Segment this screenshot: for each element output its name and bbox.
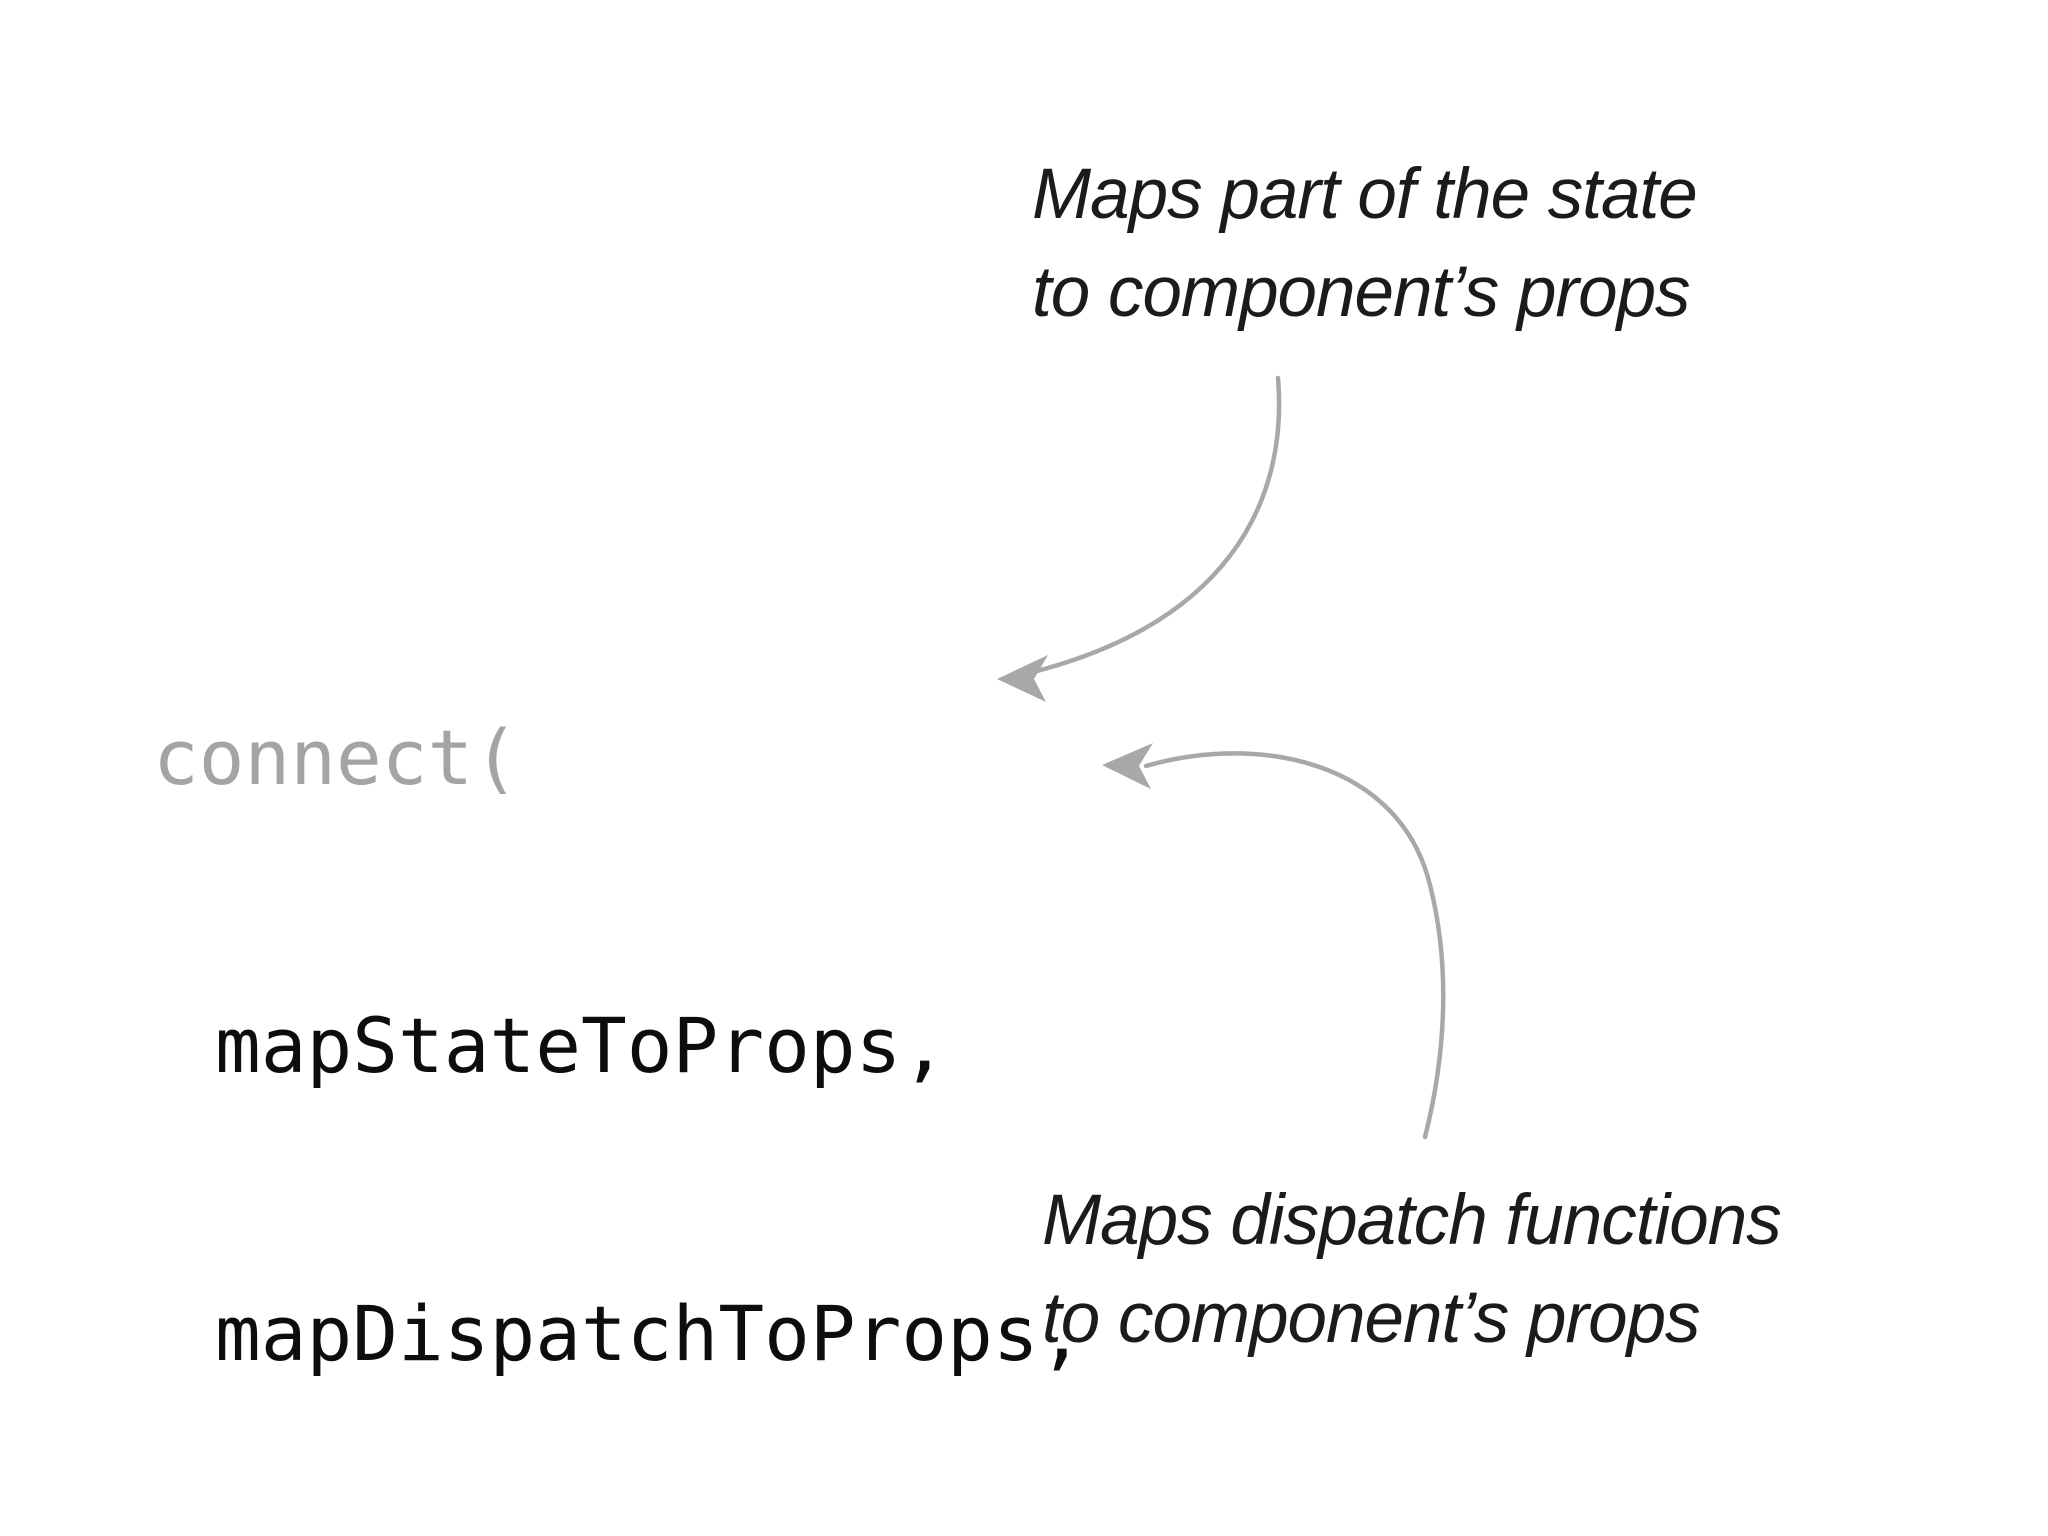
annotation-map-dispatch-line2: to component’s props <box>1042 1279 1701 1358</box>
annotation-map-state: Maps part of the state to component’s pr… <box>1032 146 1698 342</box>
code-line-map-dispatch-to-props: mapDispatchToProps, <box>215 1289 1085 1378</box>
curved-arrow-map-dispatch-icon <box>1143 751 1446 1140</box>
annotation-map-state-line1: Maps part of the state <box>1032 155 1698 234</box>
arrowhead-map-dispatch-icon <box>1102 743 1153 789</box>
code-line-connect-open: connect( <box>153 713 520 802</box>
annotation-map-state-line2: to component’s props <box>1032 253 1691 332</box>
annotation-map-dispatch: Maps dispatch functions to component’s p… <box>1042 1172 1782 1368</box>
code-line-map-state-to-props: mapStateToProps, <box>215 1001 948 1090</box>
annotation-map-dispatch-line1: Maps dispatch functions <box>1042 1181 1782 1260</box>
code-snippet: connect( mapStateToProps, mapDispatchToP… <box>153 518 1084 1536</box>
